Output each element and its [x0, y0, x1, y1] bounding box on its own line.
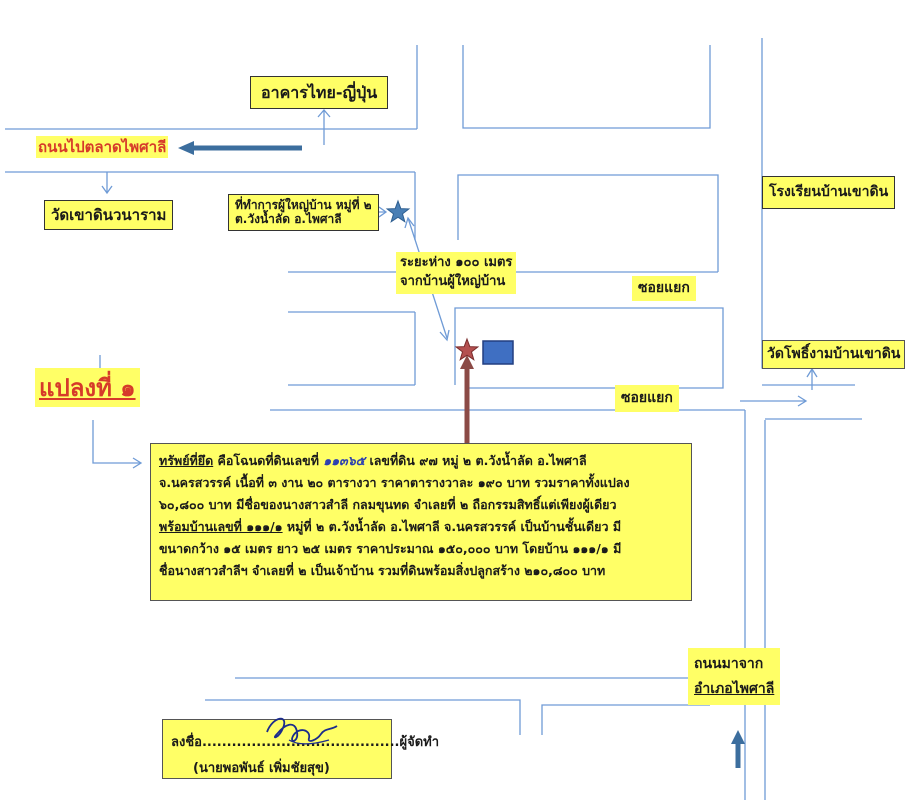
road-line	[457, 174, 719, 272]
road-from-line1: ถนนมาจาก	[694, 656, 764, 672]
plot-number-title: แปลงที่ ๑	[35, 368, 140, 407]
arrow-icon	[439, 329, 450, 342]
property-star-icon	[454, 337, 480, 361]
label-road-from-district: ถนนมาจาก อำเภอไพศาลี	[688, 648, 781, 705]
signature-line: ลงชื่อ..................................…	[171, 735, 440, 750]
desc-line-6: ชื่อนางสาวสำลีฯ จำเลยที่ ๒ เป็นเจ้าบ้าน …	[159, 563, 606, 578]
arrow-icon	[404, 216, 415, 229]
arrow-icon	[101, 185, 113, 195]
headman-office-line2: ต.วังน้ำลัด อ.ไพศาลี	[235, 212, 342, 227]
label-wat-khao-din: วัดเขาดินวนาราม	[44, 200, 174, 230]
headman-office-line1: ที่ทำการผู้ใหญ่บ้าน หมู่ที่ ๒	[235, 198, 372, 212]
headman-star-icon	[385, 199, 411, 223]
desc-line-1: ทรัพย์ที่ยึด คือโฉนดที่ดินเลขที่ ๑๑๓๖๕ เ…	[159, 453, 587, 468]
label-distance: ระยะห่าง ๑๐๐ เมตร จากบ้านผู้ใหญ่บ้าน	[396, 252, 517, 294]
arrow-icon	[92, 420, 140, 464]
road-line	[462, 45, 711, 129]
label-alley-upper: ซอยแยก	[632, 276, 696, 301]
desc-line-2: จ.นครสวรรค์ เนื้อที่ ๓ งาน ๒๐ ตารางวา รา…	[159, 475, 630, 490]
arrow-icon	[378, 206, 388, 218]
distance-line1: ระยะห่าง ๑๐๐ เมตร	[400, 255, 513, 270]
signature-box: ลงชื่อ..................................…	[162, 717, 439, 779]
arrow-icon	[806, 367, 818, 378]
arrow-icon	[460, 355, 474, 369]
label-alley-lower: ซอยแยก	[615, 385, 679, 412]
desc-line-4: พร้อมบ้านเลขที่ ๑๑๑/๑ หมู่ที่ ๒ ต.วังน้ำ…	[159, 519, 622, 534]
arrow-icon	[731, 730, 745, 744]
road-line	[205, 699, 521, 735]
thick-arrow-from-district	[731, 730, 745, 768]
road-from-line2: อำเภอไพศาลี	[694, 680, 775, 697]
desc-line-5: ขนาดกว้าง ๑๕ เมตร ยาว ๒๕ เมตร ราคาประมาณ…	[159, 541, 622, 556]
distance-line2: จากบ้านผู้ใหญ่บ้าน	[400, 273, 506, 289]
arrow-icon	[797, 395, 808, 407]
arrow-icon	[317, 109, 331, 118]
thick-arrow-to-market	[178, 141, 302, 155]
handwritten-deed-number: ๑๑๓๖๕	[323, 453, 366, 468]
signer-name: (นายพอพันธ์ เพิ่มชัยสุข)	[193, 761, 330, 776]
label-headman-office: ที่ทำการผู้ใหญ่บ้าน หมู่ที่ ๒ ต.วังน้ำลั…	[228, 194, 379, 231]
desc-line-3: ๖๐,๘๐๐ บาท มีชื่อของนางสาวสำลี กลมขุนทด …	[159, 497, 617, 512]
house-pointer	[460, 355, 474, 448]
label-school: โรงเรียนบ้านเขาดิน	[762, 176, 896, 209]
property-description: ทรัพย์ที่ยึด คือโฉนดที่ดินเลขที่ ๑๑๓๖๕ เ…	[150, 443, 692, 601]
label-road-to-market: ถนนไปตลาดไพศาลี	[36, 136, 169, 158]
house-square-icon	[482, 340, 514, 365]
desc-seized-label: ทรัพย์ที่ยึด	[159, 453, 214, 468]
handwritten-signature	[266, 717, 338, 745]
label-thai-japan-building: อาคารไทย-ญี่ปุ่น	[250, 76, 389, 110]
arrow-icon	[132, 457, 143, 469]
road-line	[541, 704, 710, 735]
arrow-icon	[178, 141, 194, 155]
label-wat-pho: วัดโพธิ์งามบ้านเขาดิน	[762, 340, 905, 369]
